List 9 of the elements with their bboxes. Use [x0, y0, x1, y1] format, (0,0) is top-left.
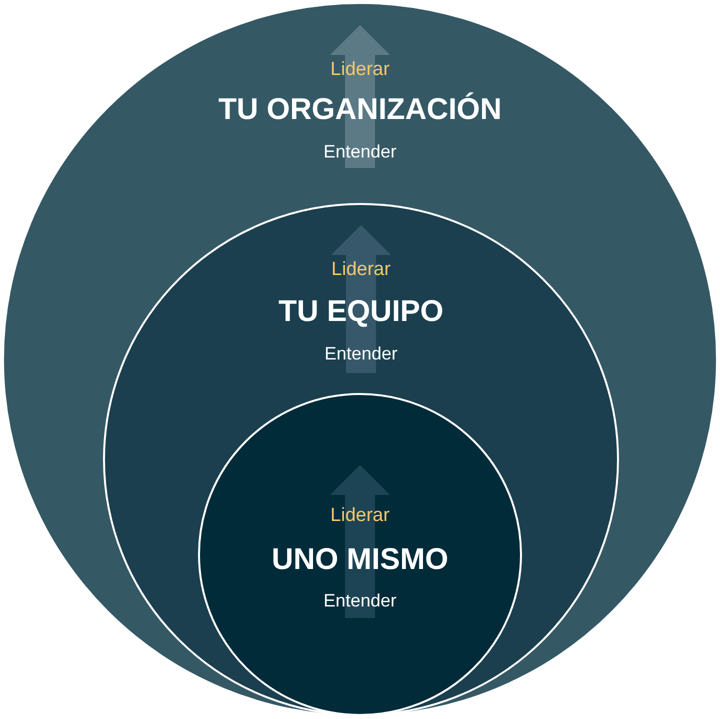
caption-text: Entender: [323, 590, 397, 612]
heading-text: UNO MISMO: [272, 543, 448, 577]
heading-text: TU ORGANIZACIÓN: [218, 93, 502, 127]
caption-text: Entender: [324, 344, 398, 364]
caption-text: Liderar: [330, 505, 390, 527]
caption-text: Entender: [323, 142, 397, 162]
caption-text: Liderar: [331, 259, 391, 281]
caption-text: Liderar: [330, 59, 390, 81]
heading-text: TU EQUIPO: [278, 295, 444, 329]
